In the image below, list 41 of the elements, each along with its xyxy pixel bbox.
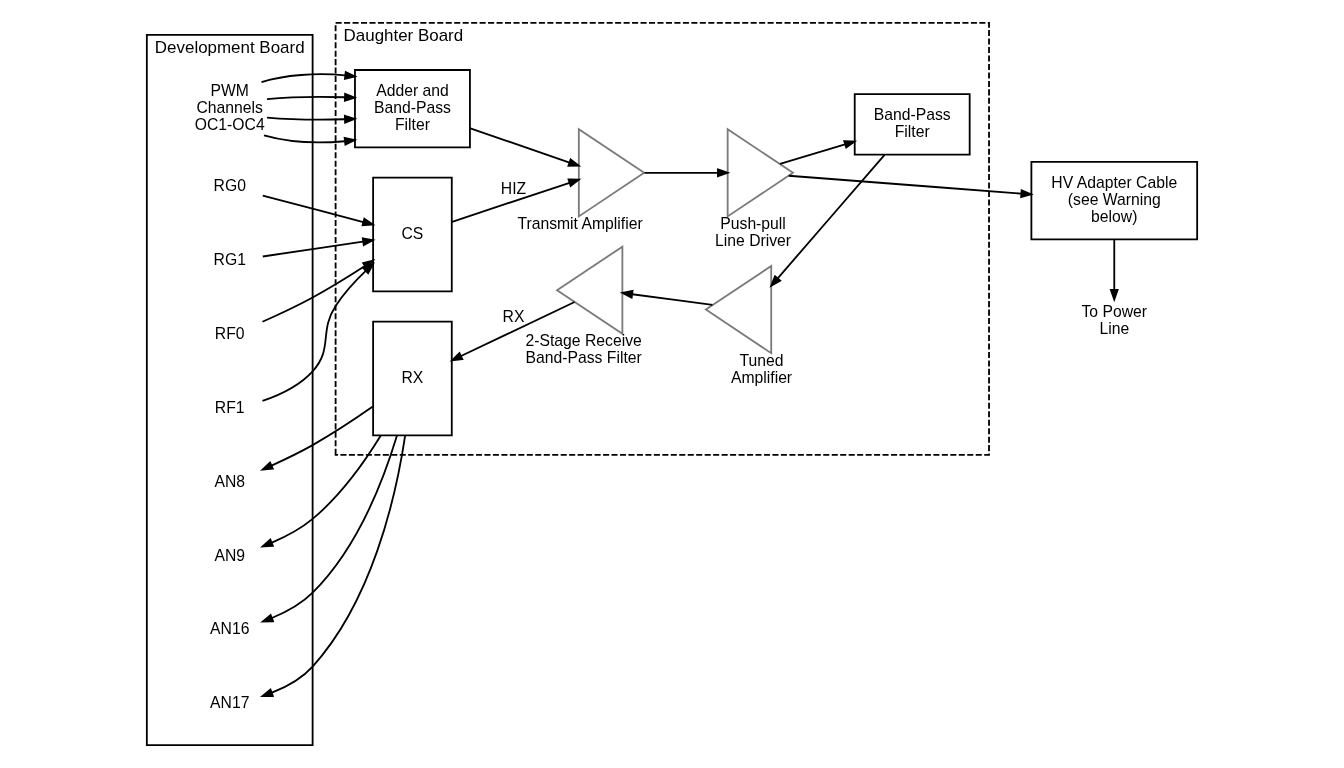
arrow: [260, 405, 374, 471]
node-box: Band-Pass Filter: [853, 93, 971, 156]
node-text: AN8: [214, 472, 246, 490]
node-text: AN9: [214, 546, 246, 564]
arrow: [1109, 238, 1119, 303]
arrow: [769, 154, 886, 288]
node-text: AN17: [210, 694, 250, 712]
arrow: [787, 174, 1034, 199]
arrow: [260, 434, 398, 623]
arrow: [619, 289, 714, 306]
node-text: RF0: [214, 325, 245, 343]
node-box: RX: [372, 320, 453, 437]
arrow: [266, 92, 358, 102]
node-box: Adder and Band-Pass Filter: [354, 69, 471, 149]
node-text: PWM Channels OC1-OC4: [194, 81, 265, 133]
arrow: [261, 262, 375, 402]
edge-label: RX: [502, 308, 525, 326]
node-label: Transmit Amplifier: [517, 214, 643, 232]
arrow: [259, 434, 407, 698]
arrow: [469, 127, 582, 167]
node-box: HV Adapter Cable (see Warning below): [1030, 161, 1199, 241]
node-label: 2-Stage Receive Band-Pass Filter: [525, 332, 642, 367]
edge-label: HIZ: [500, 179, 527, 197]
node-text: AN16: [210, 620, 250, 638]
node-text: RG1: [213, 251, 246, 269]
arrow: [779, 140, 858, 165]
arrow: [266, 114, 358, 124]
arrow: [643, 168, 731, 178]
arrow: [260, 70, 358, 83]
arrow: [260, 434, 382, 548]
node-text: RG0: [213, 177, 246, 195]
arrow: [449, 301, 576, 362]
arrow: [451, 178, 582, 223]
arrow: [261, 194, 376, 227]
node-text: RF1: [214, 398, 245, 416]
arrow: [261, 237, 376, 258]
node-text: To Power Line: [1081, 303, 1148, 338]
node-label: Tuned Amplifier: [730, 351, 793, 386]
arrow: [263, 134, 358, 146]
node-box: CS: [372, 176, 453, 293]
node-label: Push-pull Line Driver: [715, 214, 792, 249]
